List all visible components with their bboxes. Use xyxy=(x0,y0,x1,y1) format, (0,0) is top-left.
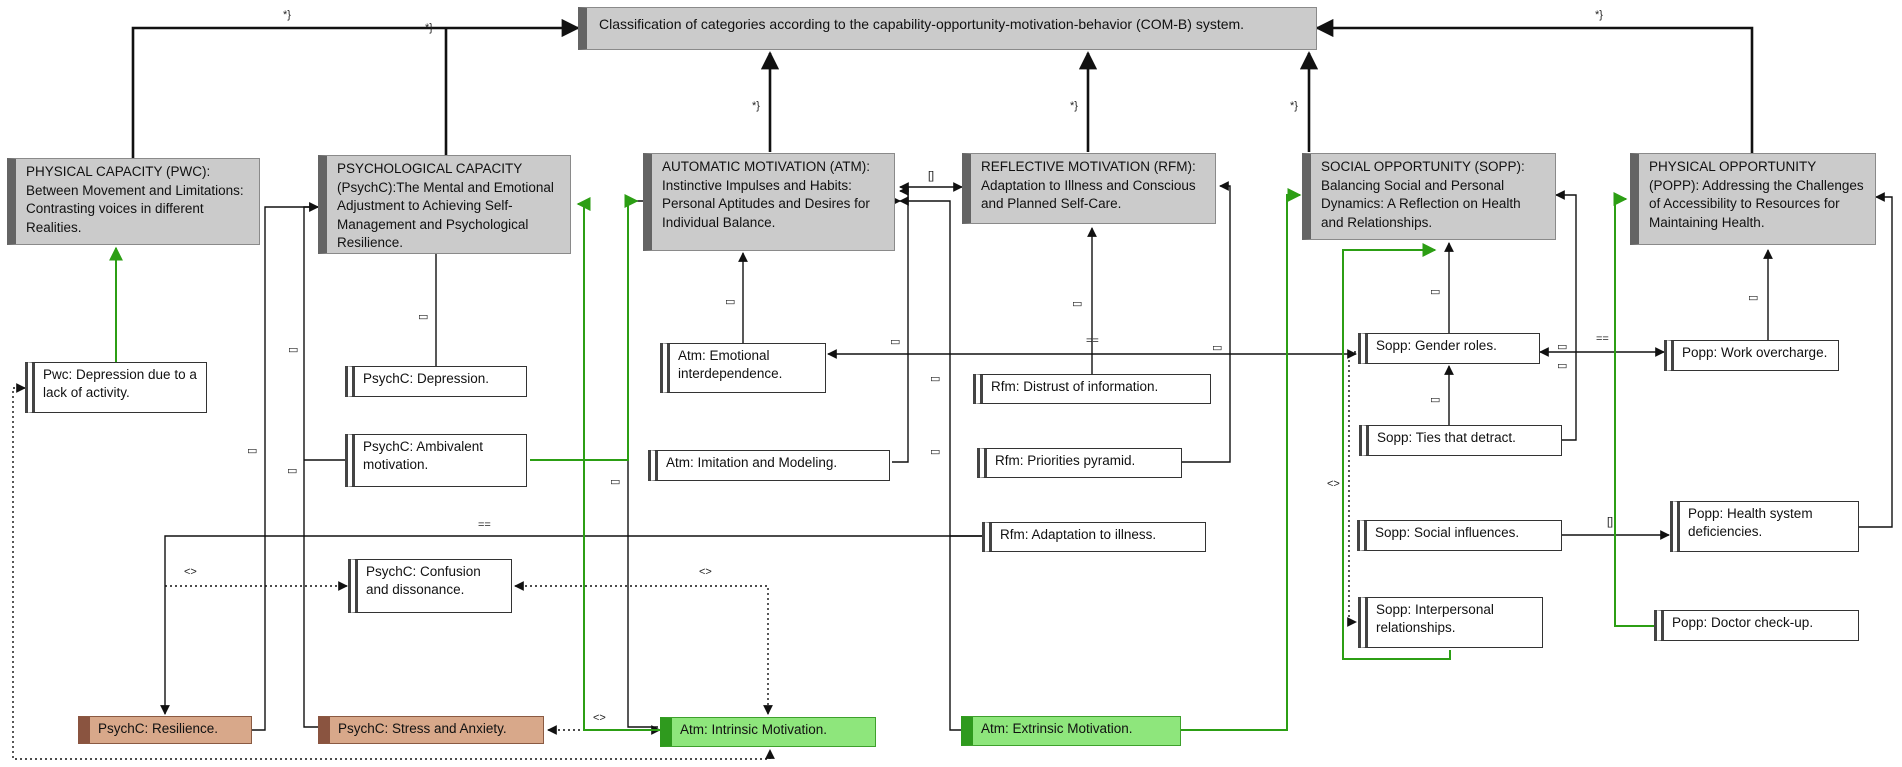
node-category-rfm[interactable]: REFLECTIVE MOTIVATION (RFM): Adaptation … xyxy=(962,153,1216,224)
rel-label: ▭ xyxy=(1748,292,1759,304)
link-sopp-interpersonal xyxy=(1347,351,1357,627)
rel-label: <> xyxy=(1327,478,1340,490)
rel-label: ▭ xyxy=(418,311,429,323)
node-atm-imitation[interactable]: Atm: Imitation and Modeling. xyxy=(648,450,890,481)
node-sopp-gender[interactable]: Sopp: Gender roles. xyxy=(1358,333,1540,364)
rel-label: ▭ xyxy=(1430,286,1441,298)
node-psychc-resilience[interactable]: PsychC: Resilience. xyxy=(78,716,252,744)
node-category-sopp[interactable]: SOCIAL OPPORTUNITY (SOPP): Balancing Soc… xyxy=(1302,153,1556,240)
link-adaptation-resilience xyxy=(160,535,982,715)
node-category-psychc[interactable]: PSYCHOLOGICAL CAPACITY (PsychC):The Ment… xyxy=(318,155,571,254)
rel-label: [] xyxy=(1607,516,1614,528)
node-sopp-interpersonal[interactable]: Sopp: Interpersonal relationships. xyxy=(1358,597,1543,648)
node-popp-work[interactable]: Popp: Work overcharge. xyxy=(1664,340,1839,371)
rel-label: ▭ xyxy=(930,446,941,458)
node-sopp-ties[interactable]: Sopp: Ties that detract. xyxy=(1359,425,1562,456)
green-doctor-popp xyxy=(1613,192,1657,627)
node-comb-title[interactable]: Classification of categories according t… xyxy=(578,7,1317,50)
rel-label: ▭ xyxy=(1557,341,1568,353)
rel-label: ▭ xyxy=(1430,394,1441,406)
rel-label: == xyxy=(1596,333,1609,345)
green-extrinsic-sopp xyxy=(1181,188,1302,731)
link-extrinsic-atm xyxy=(899,196,961,731)
rel-label: [] xyxy=(928,170,935,182)
rel-label: <> xyxy=(593,712,606,724)
link-pwc-top xyxy=(131,18,580,158)
rel-label: *} xyxy=(1290,100,1298,112)
link-stress-psychc xyxy=(303,202,319,728)
node-psychc-depression[interactable]: PsychC: Depression. xyxy=(345,366,527,397)
link-resilience-psychc xyxy=(252,202,319,731)
node-rfm-priorities[interactable]: Rfm: Priorities pyramid. xyxy=(977,448,1182,478)
rel-label: ▭ xyxy=(1072,298,1083,310)
rel-label: ▭ xyxy=(890,336,901,348)
link-priorities-rfm xyxy=(1182,181,1231,463)
node-sopp-social[interactable]: Sopp: Social influences. xyxy=(1357,520,1562,551)
node-pwc-depression[interactable]: Pwc: Depression due to a lack of activit… xyxy=(25,362,207,413)
rel-label: ▭ xyxy=(1212,342,1223,354)
rel-label: *} xyxy=(283,9,291,21)
node-atm-emotional[interactable]: Atm: Emotional interdependence. xyxy=(660,343,826,393)
green-ambivalent-atm xyxy=(530,194,639,461)
rel-label: == xyxy=(1086,335,1099,347)
rel-label: ▭ xyxy=(1557,360,1568,372)
link-popp-top xyxy=(1315,18,1754,155)
green-interpersonal-sopp xyxy=(1342,243,1451,660)
node-atm-intrinsic[interactable]: Atm: Intrinsic Motivation. xyxy=(660,717,876,747)
node-category-popp[interactable]: PHYSICAL OPPORTUNITY (POPP): Addressing … xyxy=(1630,153,1876,245)
rel-label: ▭ xyxy=(247,445,258,457)
rel-label: *} xyxy=(1595,9,1603,21)
rel-label: *} xyxy=(1070,100,1078,112)
link-ties-sopp xyxy=(1555,190,1577,441)
rel-label: ▭ xyxy=(288,344,299,356)
rel-label: <> xyxy=(699,566,712,578)
node-popp-health[interactable]: Popp: Health system deficiencies. xyxy=(1670,501,1859,552)
rel-label: *} xyxy=(425,22,433,34)
rel-label: == xyxy=(478,519,491,531)
rel-label: ▭ xyxy=(725,296,736,308)
green-psychc-intrinsic xyxy=(576,197,660,731)
node-category-atm[interactable]: AUTOMATIC MOTIVATION (ATM): Instinctive … xyxy=(643,153,895,251)
rel-label: ▭ xyxy=(287,465,298,477)
node-atm-extrinsic[interactable]: Atm: Extrinsic Motivation. xyxy=(961,716,1181,746)
node-popp-doctor[interactable]: Popp: Doctor check-up. xyxy=(1654,610,1859,641)
rel-label: <> xyxy=(184,566,197,578)
rel-label: ▭ xyxy=(930,373,941,385)
node-psychc-ambivalent[interactable]: PsychC: Ambivalent motivation. xyxy=(345,434,527,487)
node-psychc-confusion[interactable]: PsychC: Confusion and dissonance. xyxy=(348,559,512,613)
node-rfm-distrust[interactable]: Rfm: Distrust of information. xyxy=(973,374,1211,404)
rel-label: ▭ xyxy=(610,476,621,488)
link-popp-health-popp xyxy=(1859,192,1893,528)
rel-label: *} xyxy=(752,100,760,112)
node-psychc-stress[interactable]: PsychC: Stress and Anxiety. xyxy=(318,716,544,744)
link-confusion-intrinsic xyxy=(514,581,773,715)
node-category-pwc[interactable]: PHYSICAL CAPACITY (PWC): Between Movemen… xyxy=(7,158,260,245)
node-rfm-adaptation[interactable]: Rfm: Adaptation to illness. xyxy=(982,522,1206,552)
